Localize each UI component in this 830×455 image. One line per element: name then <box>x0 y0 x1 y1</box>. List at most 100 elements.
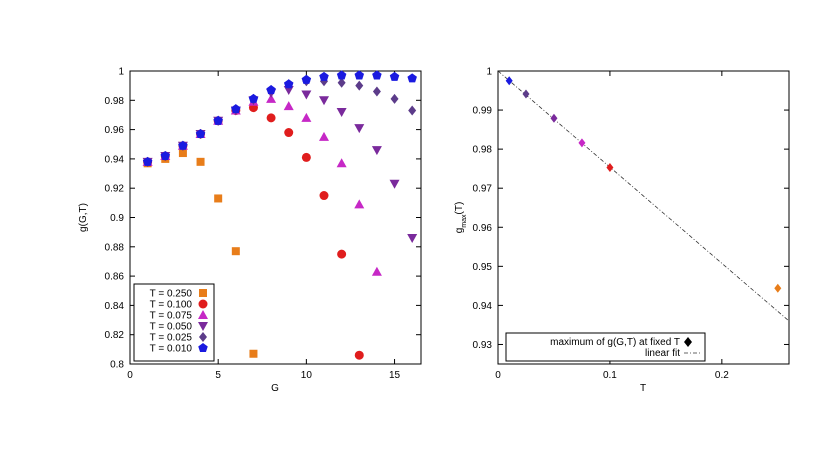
right-x-axis-label: T <box>640 383 646 394</box>
data-point <box>178 149 187 158</box>
data-point <box>195 129 206 139</box>
right-y-tick-label: 0.95 <box>473 262 493 273</box>
data-point <box>248 93 259 103</box>
left-y-tick-label: 0.82 <box>105 330 125 341</box>
right-y-tick-label: 0.99 <box>473 106 493 117</box>
right-y-tick-label: 0.96 <box>473 223 493 234</box>
right-x-tick-label: 0.2 <box>715 370 729 381</box>
data-point <box>372 70 382 80</box>
data-point <box>337 249 347 259</box>
data-point <box>283 101 294 111</box>
legend-marker <box>199 332 207 342</box>
legend-label: T = 0.100 <box>150 300 193 311</box>
data-point <box>578 138 586 148</box>
linear-fit-line <box>497 70 790 322</box>
data-point <box>336 70 347 80</box>
data-point <box>389 71 400 81</box>
data-point <box>371 146 382 156</box>
data-point <box>266 85 276 95</box>
data-point <box>301 74 312 84</box>
data-point <box>372 86 381 97</box>
right-y-tick-label: 1 <box>486 67 492 78</box>
data-point <box>355 80 364 91</box>
right-y-tick-label: 0.98 <box>473 145 493 156</box>
legend-label: T = 0.050 <box>150 322 193 333</box>
right-x-tick-label: 0 <box>495 370 501 381</box>
legend-marker <box>198 343 208 353</box>
data-point <box>142 156 153 166</box>
data-point <box>266 113 276 123</box>
data-point <box>389 179 400 189</box>
legend-marker <box>198 299 208 309</box>
left-x-axis-label: G <box>271 383 279 394</box>
data-point <box>319 96 329 106</box>
left-y-tick-label: 0.98 <box>105 96 125 107</box>
data-point <box>354 350 364 360</box>
left-y-tick-label: 0.92 <box>105 184 125 195</box>
data-point <box>606 162 614 172</box>
data-point <box>522 89 530 99</box>
data-point <box>301 152 311 162</box>
right-y-tick-label: 0.93 <box>473 340 493 351</box>
left-y-axis-label: g(G,T) <box>78 203 89 232</box>
right-legend-box <box>505 332 706 362</box>
right-y-axis-label: gmax(T) <box>454 202 468 234</box>
left-y-tick-label: 0.94 <box>105 154 125 165</box>
data-point <box>214 194 223 203</box>
data-point <box>283 86 294 96</box>
data-point <box>301 112 312 122</box>
data-point <box>505 76 513 86</box>
left-x-tick-label: 0 <box>127 370 133 381</box>
data-point <box>336 158 347 168</box>
right-y-tick-label: 0.94 <box>473 301 493 312</box>
data-point <box>408 105 417 116</box>
data-point <box>354 124 365 134</box>
data-point <box>550 113 558 123</box>
data-point <box>283 79 294 89</box>
legend-label: T = 0.010 <box>150 344 193 355</box>
left-y-tick-label: 0.86 <box>105 272 125 283</box>
right-x-tick-label: 0.1 <box>603 370 617 381</box>
legend-marker <box>198 322 208 331</box>
left-y-tick-label: 0.84 <box>105 301 125 312</box>
data-point <box>371 266 382 276</box>
left-y-tick-label: 0.8 <box>110 360 124 371</box>
data-point <box>319 131 329 141</box>
data-point <box>213 115 223 125</box>
left-x-tick-label: 15 <box>389 370 401 381</box>
data-point <box>407 73 417 83</box>
data-point <box>160 150 171 161</box>
right-plot-frame <box>497 70 790 365</box>
legend-marker <box>198 310 208 319</box>
data-point <box>301 90 312 100</box>
left-y-tick-label: 0.88 <box>105 242 125 253</box>
data-point <box>337 77 346 88</box>
data-point <box>319 191 329 201</box>
data-point <box>249 349 258 358</box>
data-point <box>231 247 240 256</box>
legend-label-linear-fit: linear fit <box>645 348 680 359</box>
data-point <box>336 108 347 118</box>
data-point <box>196 157 205 166</box>
data-point <box>319 71 329 81</box>
data-point <box>407 234 418 244</box>
left-y-tick-label: 1 <box>118 67 124 78</box>
data-point <box>354 199 365 209</box>
legend-label: T = 0.025 <box>150 333 193 344</box>
legend-label: T = 0.075 <box>150 311 193 322</box>
data-point <box>178 140 188 150</box>
data-point <box>390 93 399 104</box>
left-x-tick-label: 5 <box>215 370 221 381</box>
legend-label-maximum: maximum of g(G,T) at fixed T <box>550 337 680 348</box>
data-point <box>284 128 294 138</box>
data-point <box>266 93 277 103</box>
legend-label: T = 0.250 <box>150 289 193 300</box>
data-point <box>354 70 365 80</box>
data-point <box>231 104 241 114</box>
left-x-tick-label: 10 <box>301 370 313 381</box>
left-y-tick-label: 0.96 <box>105 125 125 136</box>
